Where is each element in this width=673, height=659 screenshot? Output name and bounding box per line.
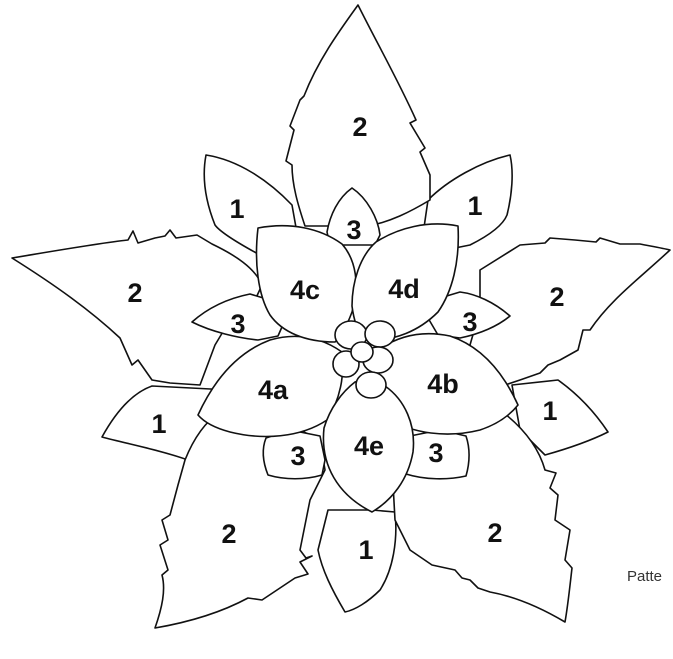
label-bottom-1: 1	[358, 535, 373, 565]
label-left-2: 2	[127, 278, 142, 308]
label-upper-left-1: 1	[229, 194, 244, 224]
label-lower-left-1: 1	[151, 409, 166, 439]
label-right-2: 2	[549, 282, 564, 312]
berry	[351, 342, 373, 362]
label-right-3: 3	[462, 307, 477, 337]
label-left-3: 3	[230, 309, 245, 339]
label-upper-right-1: 1	[467, 191, 482, 221]
leaf-bottom-1	[318, 510, 396, 612]
label-petal-4a: 4a	[258, 375, 289, 405]
label-petal-4d: 4d	[388, 274, 420, 304]
berry	[356, 372, 386, 398]
label-bottom-right-2: 2	[487, 518, 502, 548]
footer-note: Patte	[627, 568, 673, 585]
label-lower-right-1: 1	[542, 396, 557, 426]
label-lower-right-3: 3	[428, 438, 443, 468]
label-top-2: 2	[352, 112, 367, 142]
label-petal-4c: 4c	[290, 275, 320, 305]
label-petal-4e: 4e	[354, 431, 384, 461]
label-top-3: 3	[346, 215, 361, 245]
label-lower-left-3: 3	[290, 441, 305, 471]
label-bottom-left-2: 2	[221, 519, 236, 549]
label-petal-4b: 4b	[427, 369, 459, 399]
berry	[365, 321, 395, 347]
